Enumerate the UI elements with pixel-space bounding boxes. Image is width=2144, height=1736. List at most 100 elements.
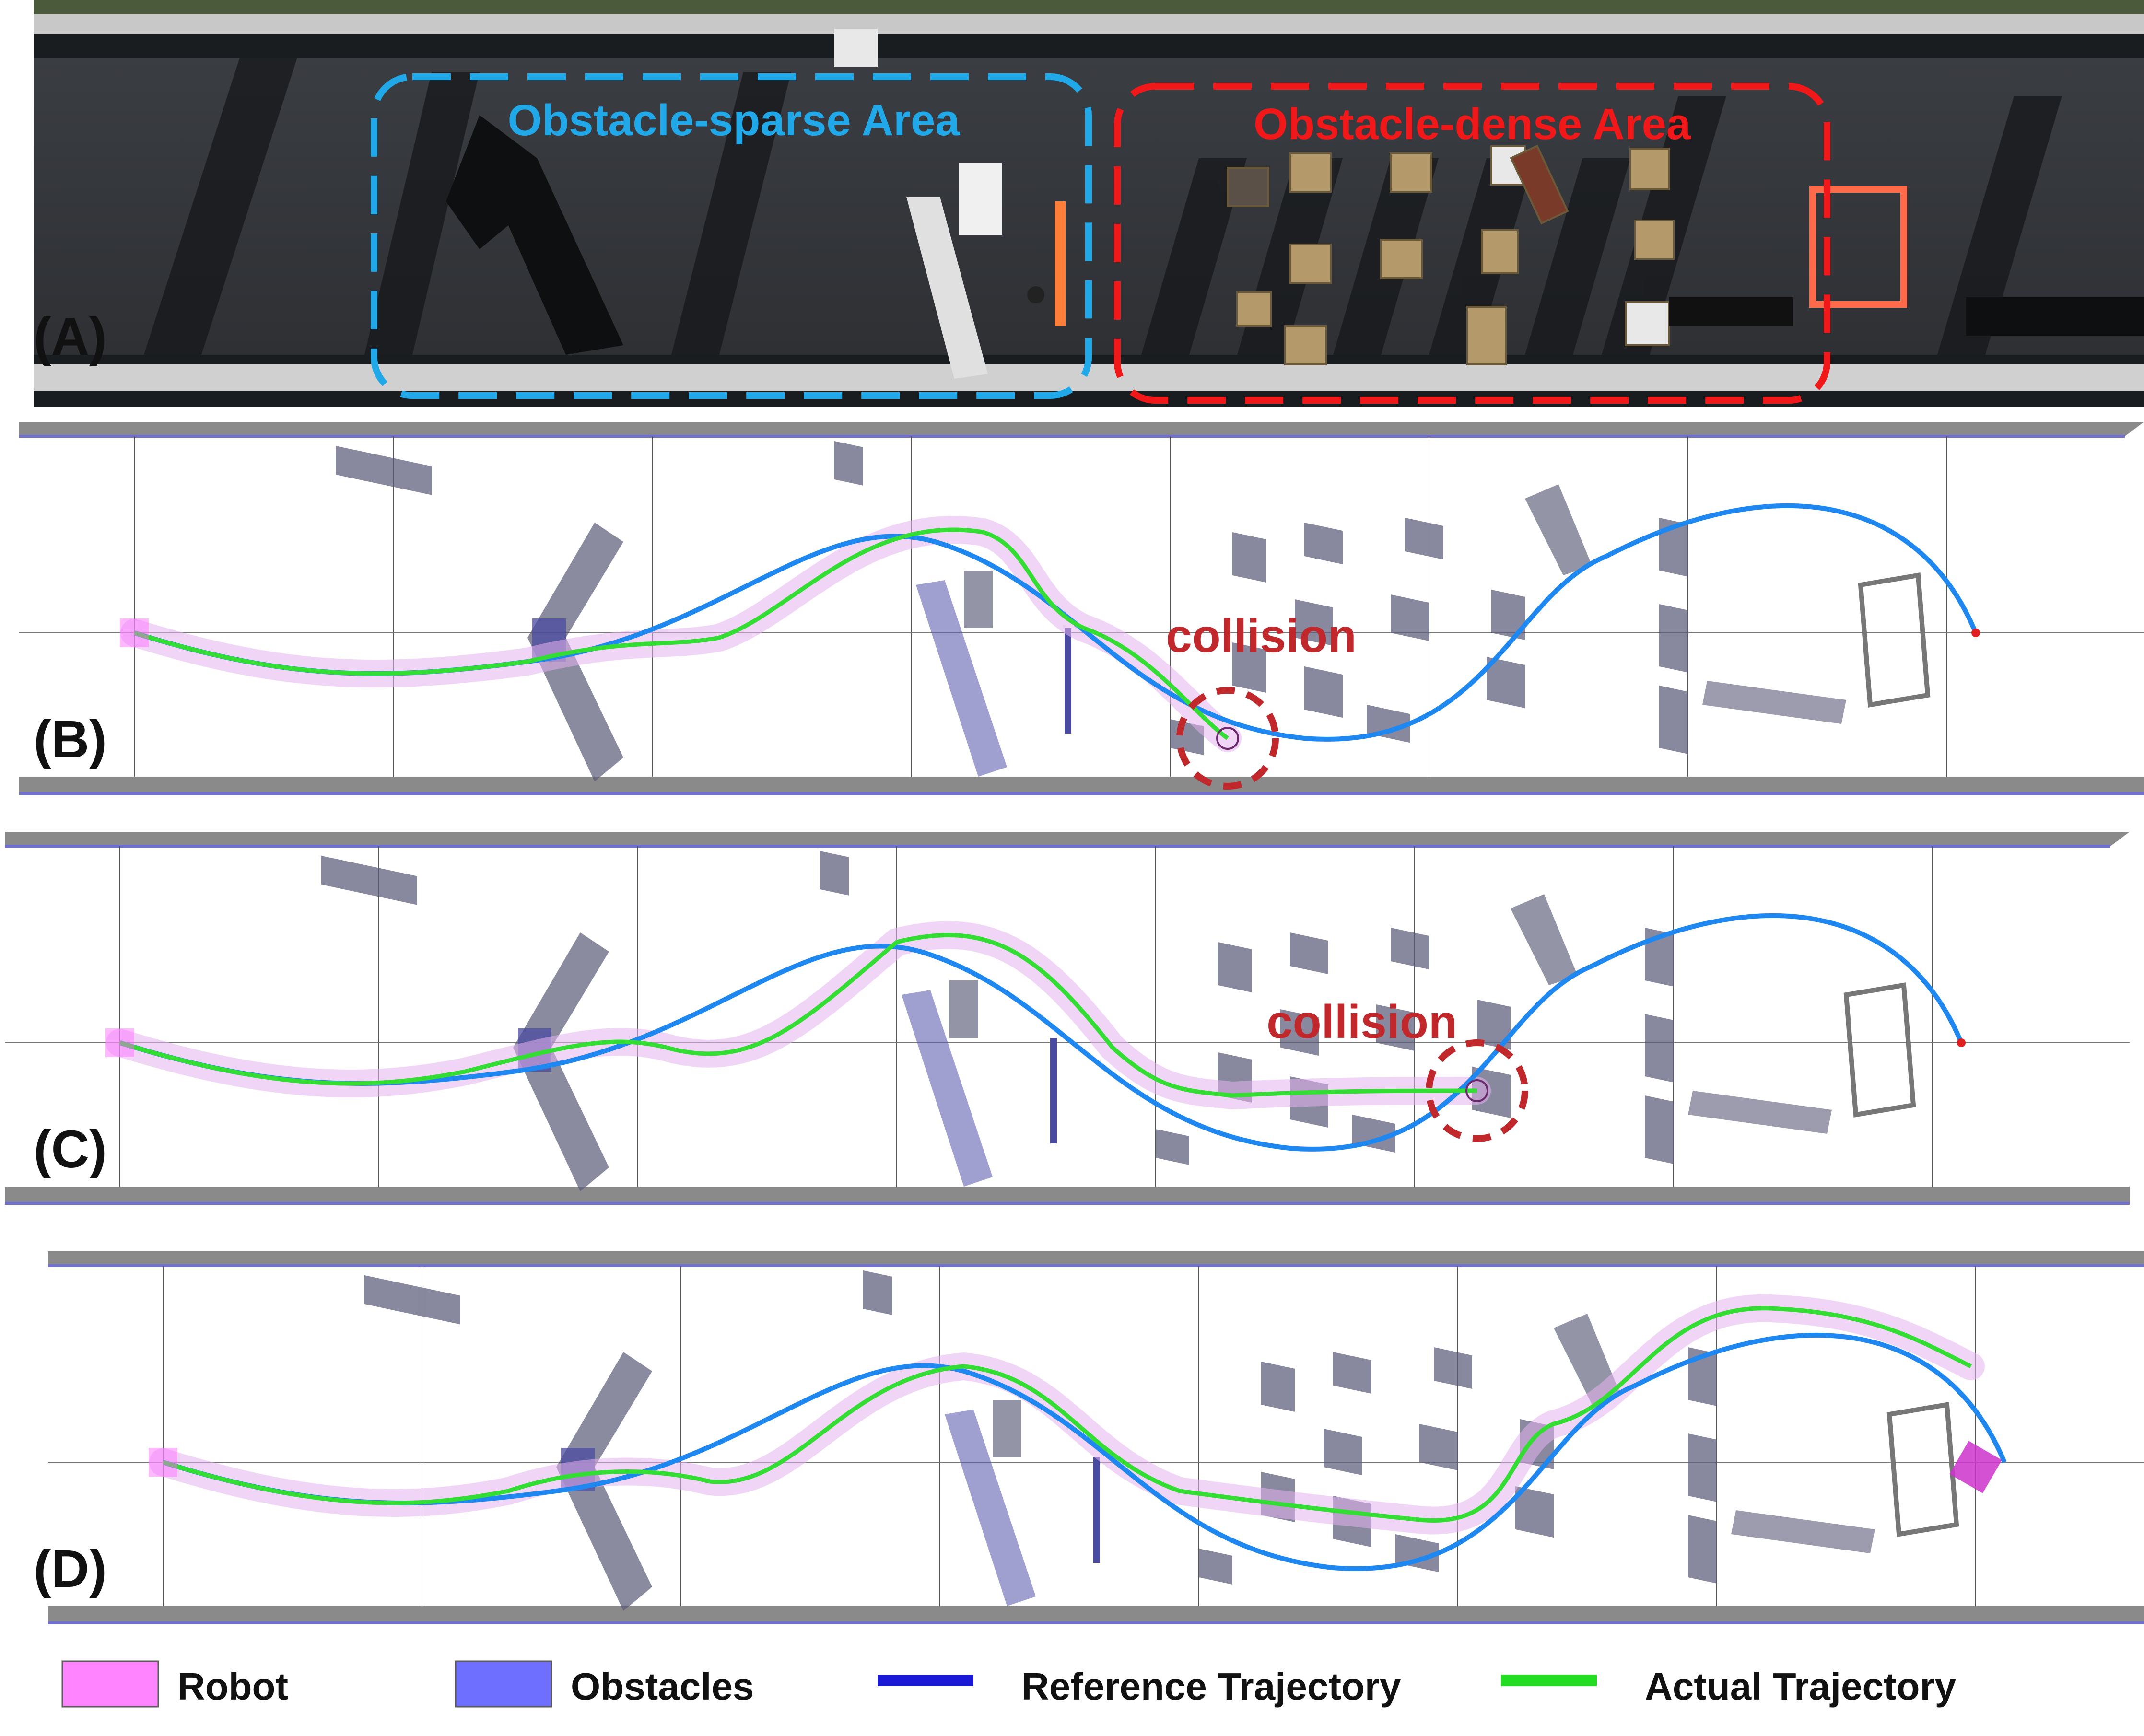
long-bar-obstacle bbox=[1688, 1091, 1832, 1134]
chevron-obstacle bbox=[556, 1352, 652, 1611]
gate-frame bbox=[1843, 982, 1916, 1118]
obstacle-box bbox=[364, 1275, 460, 1325]
robot-trail bbox=[120, 516, 1242, 752]
top-wall bbox=[5, 832, 2130, 846]
sparse-area-label: Obstacle-sparse Area bbox=[508, 96, 960, 145]
obstacle-box bbox=[1688, 1433, 1717, 1502]
obstacle-box bbox=[1290, 932, 1328, 975]
obstacle-box bbox=[1295, 599, 1333, 646]
obstacle-box bbox=[1487, 657, 1525, 709]
robot-start bbox=[120, 618, 149, 647]
actual-trajectory bbox=[162, 1306, 1972, 1523]
post-obstacle bbox=[949, 980, 978, 1038]
actual-trajectory bbox=[119, 932, 1477, 1098]
legend-label: Robot bbox=[177, 1665, 288, 1708]
obstacle-box bbox=[1434, 1347, 1472, 1389]
legend-label: Actual Trajectory bbox=[1645, 1665, 1957, 1708]
top-wall bbox=[48, 1251, 2144, 1266]
legend-label: Reference Trajectory bbox=[1021, 1665, 1401, 1708]
trajectory-end-point bbox=[1971, 629, 1980, 637]
obstacle-box bbox=[1232, 532, 1266, 583]
obstacle-box bbox=[1688, 1347, 1717, 1406]
legend: Robot Obstacles Reference Trajectory Actual… bbox=[61, 1660, 1957, 1708]
obstacle-box bbox=[1280, 1009, 1319, 1056]
bottom-wall bbox=[5, 1187, 2130, 1203]
sparse-obstacles bbox=[834, 29, 1066, 379]
legend-label: Obstacles bbox=[571, 1665, 754, 1708]
obstacle-box bbox=[1232, 642, 1266, 693]
legend-swatch bbox=[61, 1660, 159, 1708]
obstacle-box bbox=[1333, 1352, 1371, 1394]
long-bar-obstacle bbox=[1731, 1510, 1875, 1553]
post-obstacle bbox=[964, 571, 993, 628]
obstacle-box bbox=[1304, 666, 1343, 718]
bottom-wall bbox=[19, 777, 2144, 793]
gate-frame bbox=[1858, 572, 1931, 708]
obstacle-box bbox=[1645, 1095, 1674, 1164]
robot-start bbox=[105, 1028, 134, 1057]
top-wall bbox=[34, 14, 2144, 34]
obstacle-box bbox=[1391, 594, 1429, 641]
obstacle-box bbox=[1405, 518, 1443, 560]
reference-trajectory bbox=[162, 1333, 2007, 1571]
robot-crashed bbox=[1216, 727, 1239, 750]
gate-frame bbox=[1886, 1402, 1959, 1537]
diagonal-post bbox=[945, 1410, 1036, 1606]
gate-frame bbox=[1809, 186, 1907, 308]
thin-gate-post bbox=[1050, 1038, 1057, 1143]
obstacle-box bbox=[1659, 518, 1688, 577]
panel-a: Obstacle-sparse Area Obstacle-dense Area… bbox=[0, 0, 2144, 409]
panel-d: (D) bbox=[34, 1251, 2144, 1624]
diagonal-post bbox=[902, 990, 993, 1187]
obstacle-box bbox=[1645, 928, 1674, 987]
panel-c: collision (C) bbox=[5, 832, 2130, 1205]
obstacle-box bbox=[1645, 1014, 1674, 1083]
panel-b: collision(B) bbox=[19, 422, 2144, 795]
robot-start bbox=[149, 1448, 177, 1477]
obstacle-box bbox=[863, 1270, 892, 1315]
sparse-area-outline bbox=[371, 73, 1092, 399]
robot-end bbox=[1949, 1441, 2002, 1493]
obstacle-box bbox=[1688, 1515, 1717, 1584]
dense-area-label: Obstacle-dense Area bbox=[1254, 100, 1691, 149]
obstacle-box bbox=[834, 441, 863, 486]
obstacle-box bbox=[1515, 1486, 1554, 1538]
obstacle-box bbox=[1659, 604, 1688, 673]
bottom-wall bbox=[48, 1606, 2144, 1623]
panel-label: (D) bbox=[34, 1539, 107, 1598]
long-bar-obstacle bbox=[1702, 681, 1846, 724]
reference-trajectory bbox=[119, 913, 1964, 1152]
obstacle-box bbox=[1218, 942, 1252, 992]
chevron-obstacle bbox=[527, 523, 623, 781]
panel-a-border bbox=[0, 407, 2144, 409]
collision-label: collision bbox=[1166, 609, 1357, 662]
obstacle-box bbox=[1376, 1004, 1415, 1051]
obstacle-box bbox=[820, 851, 849, 896]
trajectory-end-point bbox=[1957, 1038, 1966, 1047]
obstacle-box bbox=[336, 446, 432, 495]
obstacle-box bbox=[1659, 686, 1688, 754]
tilted-block bbox=[1525, 484, 1592, 575]
obstacle-box bbox=[1391, 928, 1429, 970]
dark-beam bbox=[1669, 297, 1793, 326]
collision-label: collision bbox=[1266, 995, 1457, 1048]
obstacle-box bbox=[1199, 1549, 1232, 1585]
collision-marker bbox=[1176, 687, 1279, 790]
panel-a-label: (A) bbox=[34, 307, 107, 366]
tilted-block bbox=[1511, 894, 1578, 985]
obstacle-box bbox=[1477, 1000, 1511, 1050]
chevron-obstacle bbox=[513, 932, 609, 1191]
obstacle-box bbox=[1491, 589, 1525, 640]
actual-trajectory bbox=[133, 527, 1229, 740]
obstacle-box bbox=[1156, 1129, 1189, 1165]
top-wall bbox=[19, 422, 2144, 436]
collision-marker bbox=[1426, 1039, 1528, 1142]
thin-gate-post bbox=[1093, 1457, 1100, 1563]
panel-label: (C) bbox=[34, 1120, 107, 1179]
post-obstacle bbox=[993, 1400, 1021, 1457]
obstacle-box bbox=[1324, 1429, 1362, 1476]
diagonal-post bbox=[916, 580, 1007, 777]
chevron-structure bbox=[446, 115, 623, 355]
obstacle-box bbox=[1419, 1424, 1458, 1471]
